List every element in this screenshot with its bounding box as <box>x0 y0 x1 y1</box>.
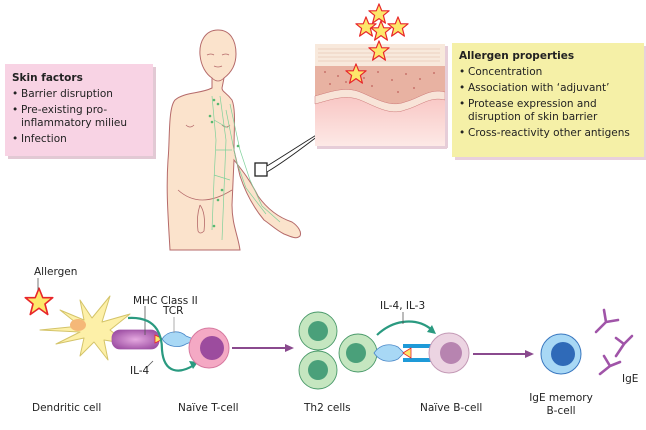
il4-arrow <box>127 316 195 372</box>
ige-memory-label-line2: B-cell <box>546 405 576 417</box>
mhc-class-ii <box>111 329 160 350</box>
naive-t-cell-label: Naïve T-cell <box>178 402 239 414</box>
list-item: Barrier disruption <box>12 88 147 101</box>
list-item: Protease expression and disruption of sk… <box>459 98 638 124</box>
skin-cross-section <box>314 44 448 149</box>
list-item: Association with ‘adjuvant’ <box>459 82 638 95</box>
list-item: Pre-existing pro-inflammatory milieu <box>12 104 147 130</box>
dendritic-cell-label: Dendritic cell <box>32 402 102 414</box>
th2-cells <box>298 311 378 390</box>
il4-il3-arrow <box>376 320 433 336</box>
ige-memory-b-cell-label: IgE memory B-cell <box>528 392 594 418</box>
allergen-properties-list: Concentration Association with ‘adjuvant… <box>459 66 638 140</box>
dendritic-cell <box>39 295 131 361</box>
ige-antibodies <box>594 308 634 376</box>
mhc-class-ii-label: MHC Class II <box>133 295 198 307</box>
list-item: Cross-reactivity other antigens <box>459 127 638 140</box>
naive-b-cell-label: Naïve B-cell <box>420 402 483 414</box>
list-item: Concentration <box>459 66 638 79</box>
allergen-star-icon <box>24 287 54 316</box>
list-item: Infection <box>12 133 147 146</box>
il4-il3-label: IL-4, IL-3 <box>380 300 426 312</box>
skin-factors-box: Skin factors Barrier disruption Pre-exis… <box>5 64 153 156</box>
allergen-properties-title: Allergen properties <box>459 50 575 62</box>
ige-memory-label-line1: IgE memory <box>529 392 593 404</box>
allergen-properties-box: Allergen properties Concentration Associ… <box>452 43 644 157</box>
arrow-t-to-th2 <box>285 344 294 352</box>
skin-factors-list: Barrier disruption Pre-existing pro-infl… <box>12 88 147 146</box>
th2-cells-label: Th2 cells <box>304 402 351 414</box>
tcr-label: TCR <box>163 305 184 317</box>
magnification-square <box>254 162 268 177</box>
human-figure <box>166 29 301 251</box>
skin-factors-title: Skin factors <box>12 72 83 84</box>
il4-label: IL-4 <box>130 365 150 377</box>
ige-label: IgE <box>622 373 639 385</box>
arrow-b-to-memory <box>525 350 534 358</box>
allergen-label: Allergen <box>34 266 78 278</box>
